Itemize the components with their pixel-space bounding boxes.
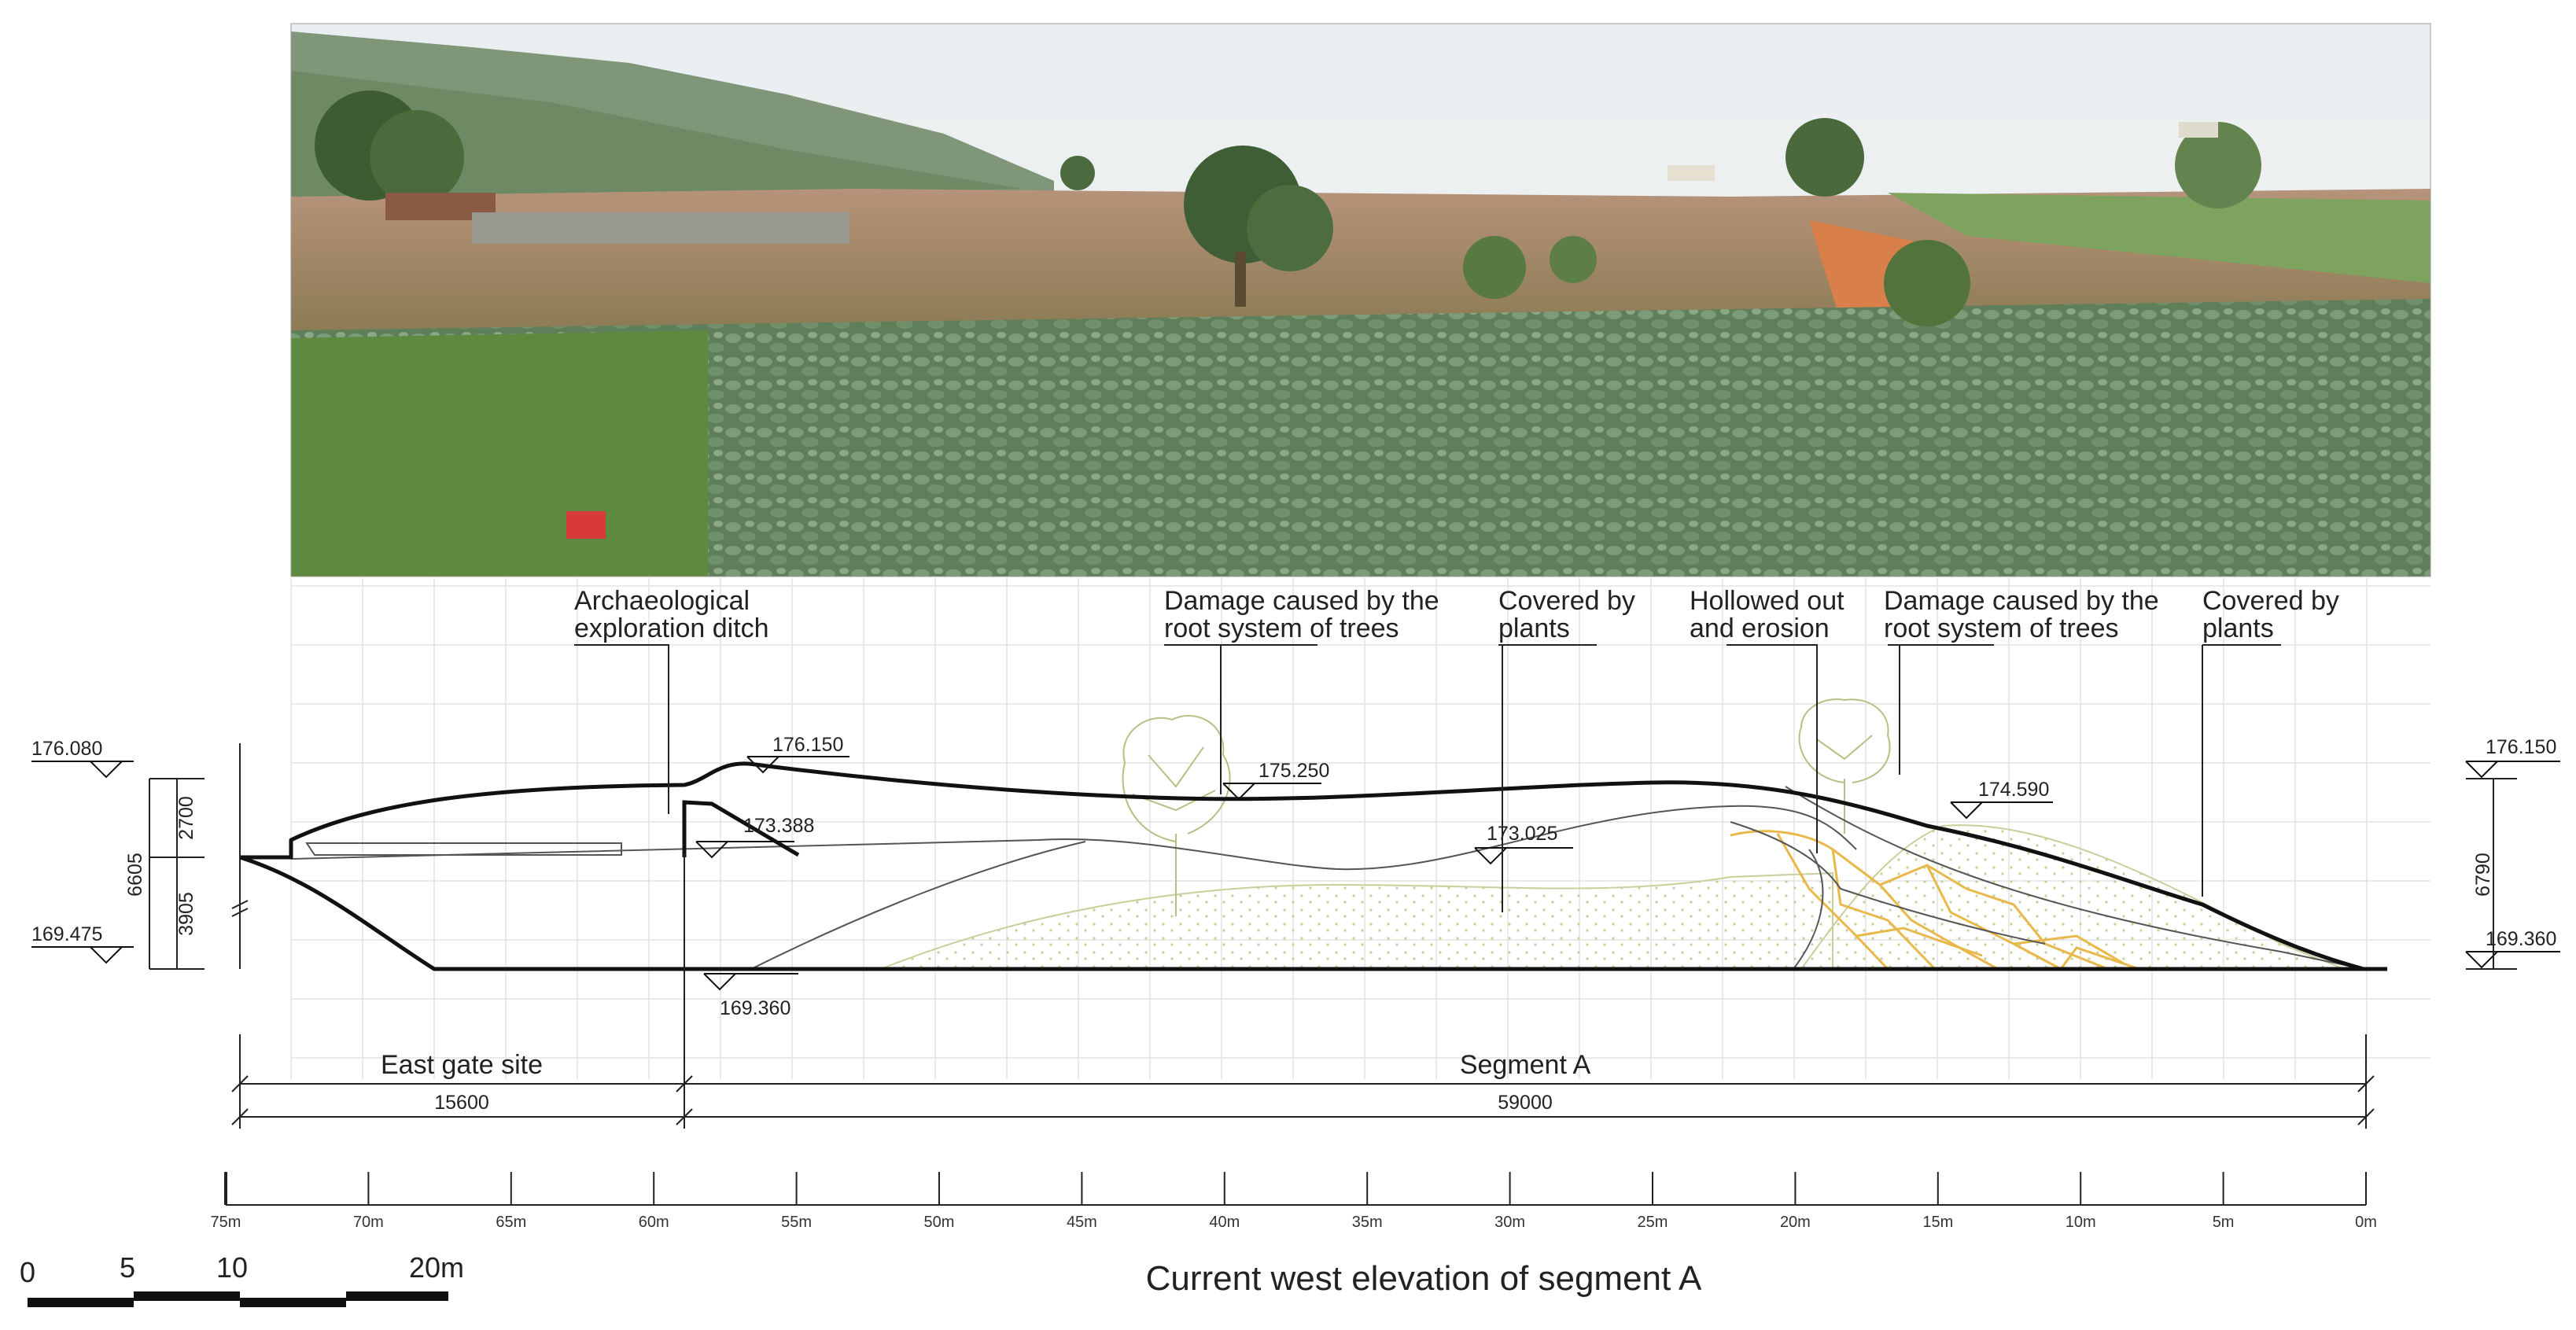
vertical-dimensions xyxy=(149,743,2517,970)
distance-tick-label: 65m xyxy=(496,1214,526,1231)
distance-tick-label: 50m xyxy=(924,1214,955,1231)
elev-left-top: 176.080 xyxy=(31,738,102,760)
annotation-labels: Archaeological exploration ditch Damage … xyxy=(574,586,2339,643)
dim-east-gate: 15600 xyxy=(434,1092,489,1114)
distance-tick-label: 35m xyxy=(1352,1214,1383,1231)
elev-left-bottom: 169.475 xyxy=(31,923,102,945)
dim-segment-a: 59000 xyxy=(1498,1092,1553,1114)
distance-tick-label: 55m xyxy=(781,1214,812,1231)
elev-peak: 176.150 xyxy=(772,734,843,756)
background-grid xyxy=(290,578,2430,1079)
scale-label-10: 10 xyxy=(216,1251,248,1284)
dimension-labels: 2700 3905 6605 6790 15600 59000 xyxy=(124,796,2494,1114)
elev-mid-inner: 173.025 xyxy=(1487,823,1557,845)
label-tree-damage-2a: Damage caused by the xyxy=(1884,586,2159,616)
elev-right-top: 176.150 xyxy=(2486,736,2556,758)
distance-tick-label: 20m xyxy=(1780,1214,1811,1231)
distance-tick-label: 10m xyxy=(2066,1214,2096,1231)
elevation-labels: 176.080 169.475 176.150 169.360 176.150 … xyxy=(31,734,2556,1019)
distance-tick-labels: 75m 70m 65m 60m 55m 50m 45m 40m 35m 30m 25m 20m 15m 1… xyxy=(211,1214,2377,1231)
section-east-gate: East gate site xyxy=(381,1050,543,1080)
label-tree-damage-2b: root system of trees xyxy=(1884,613,2119,643)
section-segment-a: Segment A xyxy=(1460,1050,1591,1080)
dim-left-total: 6605 xyxy=(124,853,146,897)
label-covered-plants-2a: Covered by xyxy=(2202,586,2339,616)
erosion-network xyxy=(1730,830,2140,971)
label-hollowed-2: and erosion xyxy=(1690,613,1830,643)
annotation-leaders xyxy=(574,644,2281,912)
site-panorama-photo xyxy=(291,24,2430,577)
wall-outline xyxy=(239,761,2387,971)
scale-bar xyxy=(28,1291,448,1307)
distance-ruler xyxy=(224,1172,2367,1206)
label-tree-damage-1b: root system of trees xyxy=(1164,613,1399,643)
tree-drawing-right xyxy=(1798,698,1891,834)
distance-tick-label: 45m xyxy=(1067,1214,1097,1231)
distance-tick-label: 0m xyxy=(2355,1214,2377,1231)
label-covered-plants-1a: Covered by xyxy=(1498,586,1635,616)
label-tree-damage-1a: Damage caused by the xyxy=(1164,586,1439,616)
elevation-markers xyxy=(31,756,2560,991)
inner-profile-lines xyxy=(290,786,2364,970)
distance-tick-label: 40m xyxy=(1209,1214,1240,1231)
scale-label-0: 0 xyxy=(20,1256,35,1288)
distance-tick-label: 25m xyxy=(1638,1214,1668,1231)
label-archaeological-ditch-2: exploration ditch xyxy=(574,613,769,643)
label-archaeological-ditch-1: Archaeological xyxy=(574,586,750,616)
dim-right-total: 6790 xyxy=(2472,853,2494,897)
dim-left-lower: 3905 xyxy=(175,892,197,936)
distance-tick-label: 15m xyxy=(1922,1214,1953,1231)
ditch-wall xyxy=(682,800,800,857)
elev-base: 169.360 xyxy=(720,997,790,1019)
elev-right-bottom: 169.360 xyxy=(2486,928,2556,950)
tree-drawing-left xyxy=(1122,715,1231,916)
distance-tick-label: 75m xyxy=(211,1214,241,1231)
dim-left-upper: 2700 xyxy=(175,796,197,840)
section-dimensions xyxy=(231,853,2375,1129)
section-labels: East gate site Segment A xyxy=(381,1050,1590,1080)
label-covered-plants-2b: plants xyxy=(2202,613,2274,643)
scale-bar-labels: 0 5 10 20m xyxy=(20,1251,464,1288)
elev-mid-top: 175.250 xyxy=(1259,760,1329,782)
scale-label-5: 5 xyxy=(120,1251,135,1284)
drawing-title: Current west elevation of segment A xyxy=(1146,1259,1702,1298)
elev-right-inner: 174.590 xyxy=(1978,779,2049,801)
elev-ditch: 173.388 xyxy=(743,815,814,837)
label-hollowed-1: Hollowed out xyxy=(1690,586,1844,616)
scale-label-20m: 20m xyxy=(409,1251,464,1284)
distance-tick-label: 5m xyxy=(2213,1214,2235,1231)
distance-tick-label: 30m xyxy=(1494,1214,1525,1231)
plant-cover-areas xyxy=(880,824,2345,970)
distance-tick-label: 60m xyxy=(639,1214,669,1231)
distance-tick-label: 70m xyxy=(353,1214,384,1231)
label-covered-plants-1b: plants xyxy=(1498,613,1570,643)
